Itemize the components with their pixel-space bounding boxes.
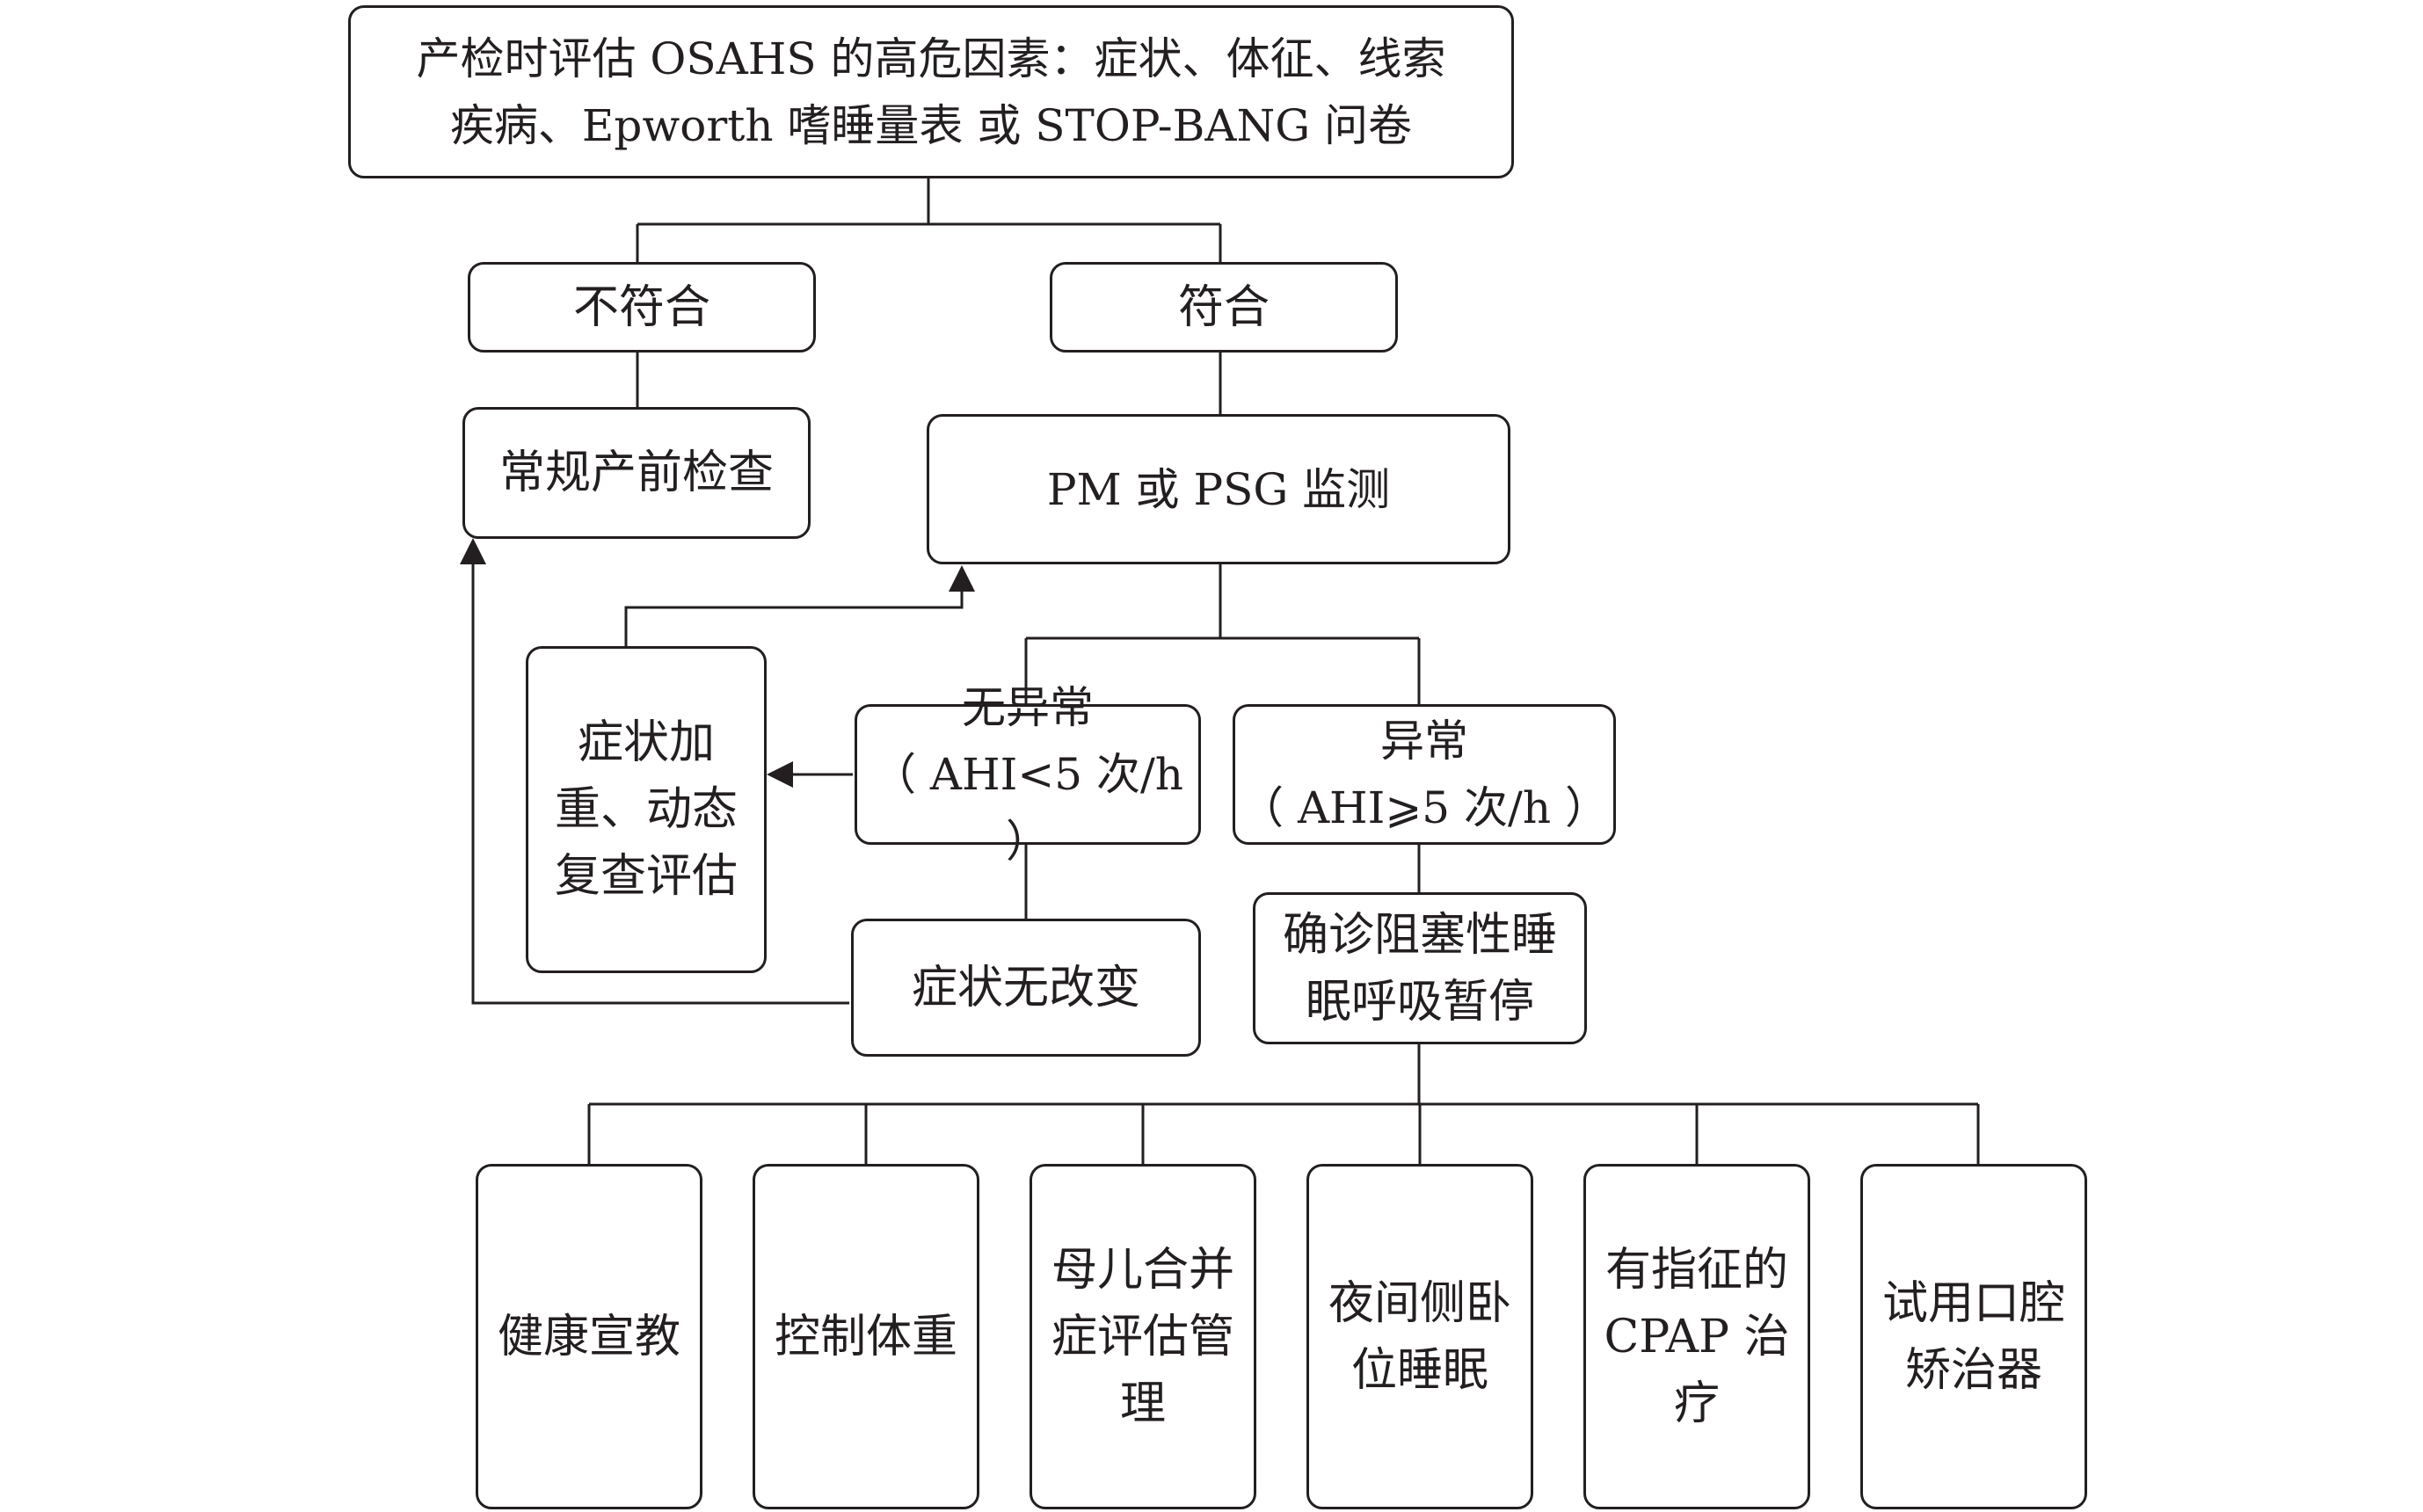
symptom-unchanged-box: 症状无改变 (851, 919, 1201, 1057)
symptom-unchanged-label: 症状无改变 (911, 961, 1140, 1014)
diagnosis-box: 确诊阻塞性睡眠呼吸暂停 (1253, 892, 1587, 1044)
routine-check-label: 常规产前检查 (498, 447, 774, 499)
not-match-box: 不符合 (468, 262, 816, 353)
normal-result-line1: 无异常 (962, 682, 1094, 733)
top-assessment-line2: 疾病、Epworth 嗜睡量表 或 STOP-BANG 问卷 (449, 99, 1413, 151)
not-match-label: 不符合 (572, 280, 710, 334)
treatment-label: 有指征的 CPAP 治疗 (1604, 1243, 1790, 1430)
abnormal-result-line1: 异常 (1380, 716, 1468, 767)
treatment-label: 试用口腔矫治器 (1881, 1276, 2065, 1397)
worse-reassess-box: 症状加重、动态复查评估 (526, 646, 767, 973)
routine-check-box: 常规产前检查 (462, 407, 811, 539)
abnormal-result-line2: （ AHI⩾5 次/h ） (1240, 782, 1609, 833)
treatment-label: 控制体重 (774, 1310, 957, 1363)
treatment-box-comorbidity: 母儿合并症评估管理 (1030, 1164, 1256, 1509)
top-assessment-box: 产检时评估 OSAHS 的高危因素：症状、体征、线索 疾病、Epworth 嗜睡… (348, 5, 1514, 178)
treatment-box-health-education: 健康宣教 (476, 1164, 702, 1509)
connector-worse-feedback (624, 565, 975, 646)
treatment-box-cpap: 有指征的 CPAP 治疗 (1583, 1164, 1810, 1509)
top-assessment-line1: 产检时评估 OSAHS 的高危因素：症状、体征、线索 (416, 33, 1446, 84)
treatment-label: 夜间侧卧位睡眠 (1328, 1276, 1511, 1397)
normal-result-box: 无异常 （ AHI<5 次/h ） (855, 682, 1201, 867)
worse-reassess-label: 症状加重、动态复查评估 (554, 716, 738, 903)
treatment-box-oral-appliance: 试用口腔矫治器 (1860, 1164, 2087, 1509)
abnormal-result-box: 异常 （ AHI⩾5 次/h ） (1233, 704, 1616, 845)
diagnosis-label: 确诊阻塞性睡眠呼吸暂停 (1282, 908, 1557, 1029)
normal-result-line2: （ AHI<5 次/h ） (871, 749, 1183, 867)
match-label: 符合 (1177, 280, 1270, 334)
match-box: 符合 (1050, 262, 1398, 353)
pm-psg-box: PM 或 PSG 监测 (927, 414, 1510, 564)
connector-unchanged-feedback (460, 538, 849, 1005)
treatment-box-side-sleeping: 夜间侧卧位睡眠 (1306, 1164, 1533, 1509)
pm-psg-label: PM 或 PSG 监测 (1046, 463, 1391, 515)
treatment-label: 健康宣教 (497, 1310, 680, 1363)
treatment-box-weight-control: 控制体重 (753, 1164, 979, 1509)
treatment-label: 母儿合并症评估管理 (1051, 1243, 1234, 1430)
